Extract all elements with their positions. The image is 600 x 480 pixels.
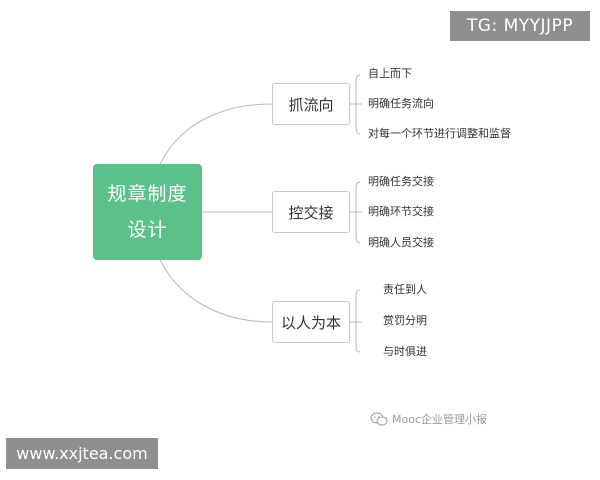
root-label-line-1: 规章制度	[107, 183, 188, 205]
watermark-tg: TG: MYYJJPP	[450, 11, 590, 41]
leaf-1-2: 明确任务流向	[368, 97, 434, 110]
bracket-branch-2	[350, 181, 362, 244]
leaf-2-3: 明确人员交接	[368, 236, 434, 249]
leaf-3-3: 与时俱进	[383, 345, 427, 358]
connector-root-to-branch-3	[159, 259, 273, 323]
leaf-1-1: 自上而下	[368, 67, 412, 80]
connector-root-to-branch-1	[159, 103, 273, 165]
branch-node-1: 抓流向	[272, 83, 350, 125]
root-label-line-2: 设计	[127, 219, 168, 241]
leaf-3-2: 赏罚分明	[383, 314, 427, 327]
watermark-site-text: www.xxjtea.com	[16, 444, 148, 463]
watermark-tg-text: TG: MYYJJPP	[466, 16, 574, 36]
branch-node-2: 控交接	[272, 191, 350, 233]
leaf-3-1: 责任到人	[383, 283, 427, 296]
branch-label-2: 控交接	[288, 203, 334, 222]
watermark-site: www.xxjtea.com	[6, 438, 158, 469]
branch-node-3: 以人为本	[272, 301, 350, 343]
branch-label-1: 抓流向	[288, 95, 334, 114]
leaf-2-2: 明确环节交接	[368, 205, 434, 218]
branch-label-3: 以人为本	[280, 313, 341, 332]
bracket-branch-1	[350, 74, 362, 135]
leaf-1-3: 对每一个环节进行调整和监督	[368, 127, 511, 140]
leaf-2-1: 明确任务交接	[368, 175, 434, 188]
bracket-branch-3	[350, 289, 362, 353]
wechat-icon	[370, 412, 388, 426]
root-node: 规章制度 设计	[93, 164, 202, 260]
watermark-wechat-text: Mooc企业管理小报	[392, 413, 487, 426]
watermark-wechat: Mooc企业管理小报	[370, 410, 487, 428]
